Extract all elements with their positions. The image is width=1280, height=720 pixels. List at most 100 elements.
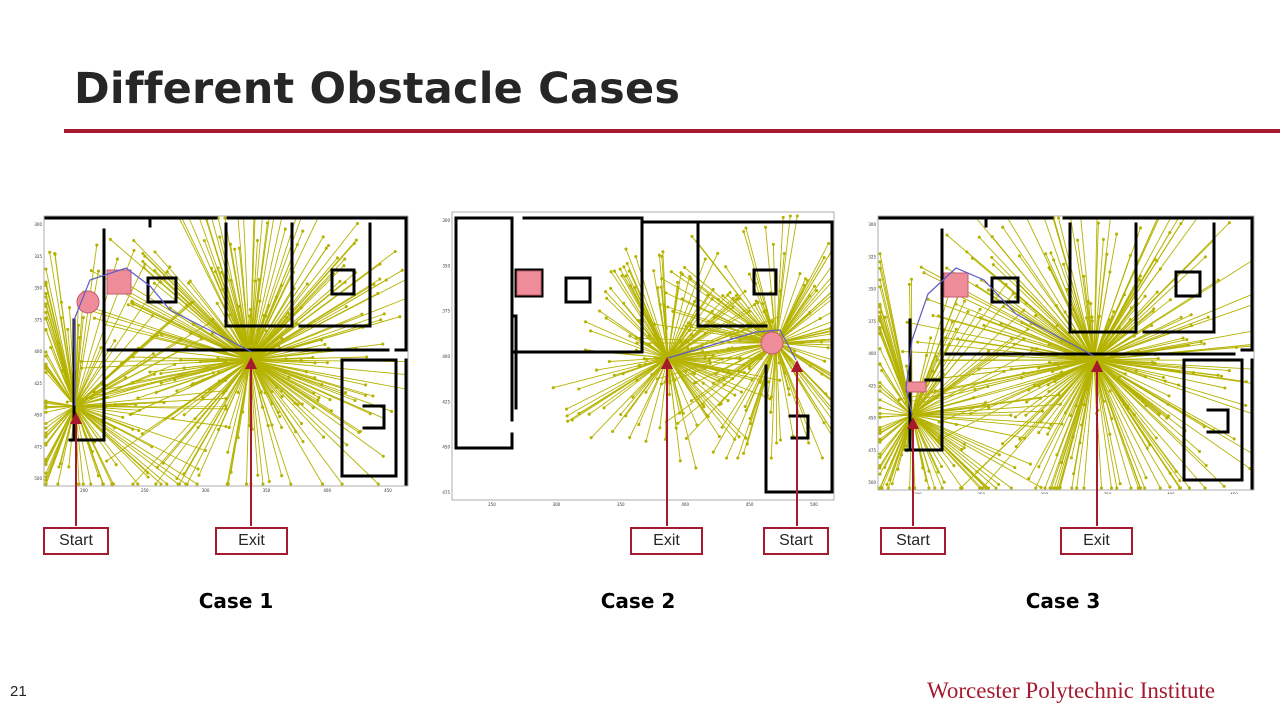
tree-branch — [45, 372, 76, 407]
tree-node — [769, 456, 773, 460]
tree-node — [724, 265, 728, 269]
tree-branch — [879, 413, 913, 416]
tree-branch — [45, 283, 76, 407]
tree-node — [636, 318, 640, 323]
tree-node — [997, 453, 1001, 457]
tree-node — [962, 299, 967, 303]
tree-branch — [911, 414, 1000, 456]
tree-node — [808, 311, 812, 316]
tree-node — [95, 243, 99, 247]
tree-branch — [186, 359, 251, 485]
tree-branch — [249, 359, 304, 442]
tree-node — [44, 426, 48, 430]
tree-branch — [1073, 359, 1095, 474]
tree-node — [376, 482, 380, 486]
tree-node — [655, 377, 660, 381]
tree-node — [146, 475, 150, 479]
tree-node — [1049, 251, 1053, 255]
tree-branch — [1093, 358, 1159, 361]
tree-node — [1048, 267, 1052, 271]
tree-branch — [938, 359, 1095, 423]
tree-node — [227, 426, 231, 430]
tree-branch — [625, 248, 669, 359]
tree-branch — [154, 282, 251, 361]
tree-branch — [219, 359, 251, 382]
tree-node — [759, 392, 763, 396]
tree-node — [973, 387, 977, 392]
tree-node — [67, 306, 72, 310]
case-3-exit-arrow — [1091, 360, 1103, 526]
case-3-map-svg: 3003253503754004254504755002002503003504… — [868, 215, 1255, 494]
y-tick-label: 375 — [868, 319, 876, 324]
tree-branch — [775, 273, 801, 344]
tree-node — [745, 442, 749, 446]
tree-branch — [667, 357, 711, 364]
tree-node — [328, 398, 332, 402]
tree-node — [140, 432, 144, 436]
tree-branch — [775, 342, 794, 437]
tree-node — [185, 345, 189, 349]
tree-branch — [249, 272, 356, 361]
tree-node — [638, 363, 642, 367]
tree-branch — [249, 217, 255, 361]
tree-branch — [879, 390, 913, 416]
tree-node — [878, 431, 882, 435]
y-tick-label: 475 — [34, 444, 42, 449]
tree-node — [798, 272, 802, 276]
tree-node — [962, 446, 966, 450]
x-tick-label: 450 — [746, 502, 754, 507]
tree-node — [667, 392, 671, 397]
tree-branch — [1083, 359, 1095, 489]
x-tick-label: 200 — [80, 488, 88, 492]
tree-branch — [133, 240, 251, 361]
tree-node — [669, 270, 673, 274]
tree-node — [683, 265, 687, 270]
tree-node — [666, 305, 670, 309]
tree-branch — [667, 287, 679, 359]
tree-branch — [81, 359, 251, 369]
tree-node — [44, 406, 48, 410]
tree-node — [878, 315, 882, 319]
case-2-start-arrow — [791, 360, 803, 526]
tree-node — [684, 324, 688, 328]
tree-branch — [620, 357, 669, 415]
tree-node — [624, 274, 628, 278]
tree-node — [92, 316, 97, 320]
x-tick-label: 350 — [1104, 492, 1112, 494]
tree-node — [215, 301, 219, 305]
tree-node — [165, 270, 169, 274]
wall-segment — [990, 276, 1020, 304]
tree-node — [725, 456, 729, 460]
tree-branch — [911, 414, 1012, 489]
tree-node — [690, 234, 694, 238]
tree-branch — [899, 359, 1095, 401]
tree-node — [1076, 238, 1080, 242]
tree-node — [1165, 416, 1169, 420]
tree-node — [1129, 486, 1133, 490]
tree-node — [1037, 465, 1041, 469]
tree-node — [313, 361, 317, 365]
y-tick-label: 425 — [442, 399, 450, 404]
tree-branch — [249, 217, 319, 361]
tree-node — [739, 390, 744, 394]
tree-node — [1001, 305, 1006, 309]
tree-node — [622, 265, 626, 269]
tree-node — [644, 439, 648, 443]
tree-branch — [960, 359, 1095, 489]
tree-node — [689, 277, 693, 281]
tree-branch — [249, 217, 270, 361]
tree-node — [688, 322, 692, 326]
tree-node — [890, 482, 894, 486]
tree-node — [1244, 380, 1248, 384]
tree-node — [360, 312, 364, 316]
tree-node — [1156, 356, 1160, 361]
tree-branch — [626, 263, 669, 359]
tree-node — [1227, 221, 1231, 225]
tree-branch — [249, 359, 299, 406]
tree-branch — [249, 359, 323, 485]
tree-branch — [667, 357, 722, 405]
tree-node — [372, 282, 376, 286]
tree-node — [79, 366, 84, 370]
tree-node — [77, 482, 81, 486]
